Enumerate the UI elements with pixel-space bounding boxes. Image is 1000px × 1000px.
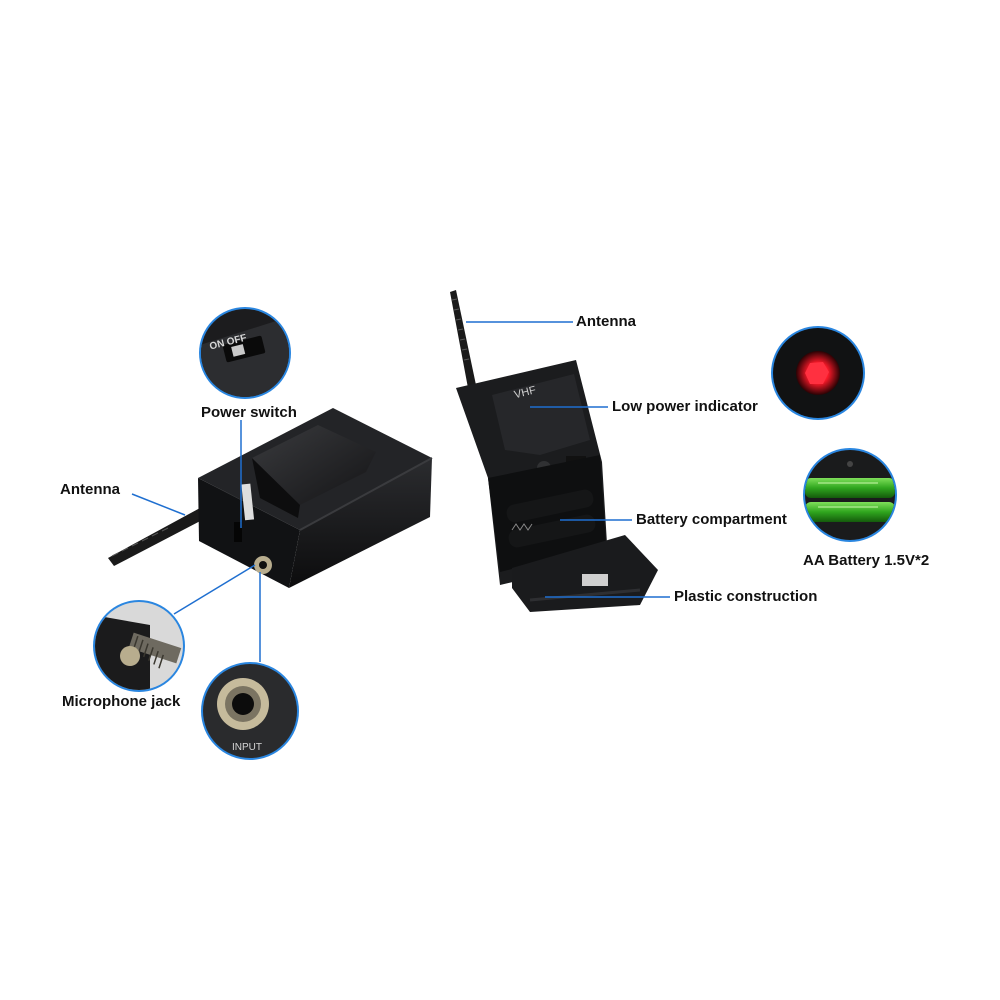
low-power-indicator-label: Low power indicator (612, 398, 758, 415)
microphone-jack-callout (93, 564, 256, 692)
input-jack-callout: INPUT (201, 572, 299, 760)
left-antenna-icon (108, 508, 206, 566)
battery-compartment-label: Battery compartment (636, 511, 787, 528)
plastic-construction-label: Plastic construction (674, 588, 818, 605)
antenna-right-label: Antenna (576, 313, 636, 330)
aa-battery-icon (805, 478, 895, 498)
power-switch-callout: ON OFF (199, 307, 291, 528)
battery-callout (803, 448, 897, 542)
antenna-left-callout-line (131, 493, 186, 516)
aa-battery-label: AA Battery 1.5V*2 (803, 552, 930, 569)
left-transmitter (108, 408, 433, 588)
power-switch-label: Power switch (201, 404, 297, 421)
right-transmitter: VHF (450, 290, 658, 612)
vhf-marking: VHF (513, 384, 538, 401)
led-callout (771, 326, 865, 420)
antenna-left-label: Antenna (60, 481, 120, 498)
microphone-jack-label: Microphone jack (62, 693, 181, 710)
aa-battery-icon (805, 502, 895, 522)
input-marking: INPUT (232, 742, 262, 753)
switch-on-off-marking: ON OFF (208, 333, 247, 353)
